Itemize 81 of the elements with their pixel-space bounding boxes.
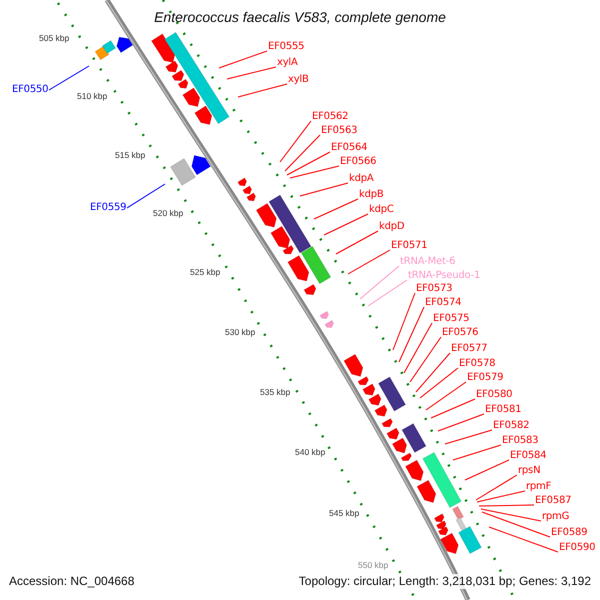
scale-label: 550 kbp bbox=[358, 560, 388, 570]
leader-line bbox=[360, 266, 400, 300]
leader-line bbox=[48, 66, 90, 90]
leader-line bbox=[476, 490, 526, 502]
gene-label: EF0550 bbox=[12, 84, 48, 96]
gene-label: EF0583 bbox=[502, 435, 538, 447]
leader-line bbox=[480, 508, 542, 522]
leader-line bbox=[416, 352, 450, 392]
leader-line bbox=[482, 512, 550, 538]
gene-label: xylA bbox=[277, 57, 298, 69]
leader-line bbox=[126, 184, 166, 208]
gene-label: EF0579 bbox=[467, 372, 504, 384]
leader-line bbox=[452, 444, 502, 460]
leader-line bbox=[438, 414, 484, 432]
scale-label: 545 kbp bbox=[329, 508, 360, 518]
leader-line bbox=[336, 230, 378, 254]
leader-line bbox=[430, 398, 476, 418]
leader-line bbox=[392, 292, 416, 350]
accession-label: Accession: NC_004668 bbox=[9, 574, 134, 589]
gene-label: EF0590 bbox=[559, 542, 596, 554]
gene-label: EF0584 bbox=[510, 450, 546, 462]
leader-line bbox=[238, 84, 288, 98]
scale-label: 540 kbp bbox=[295, 447, 326, 457]
leader-line bbox=[324, 214, 368, 236]
scale-label: 505 kbp bbox=[39, 33, 70, 43]
leader-line bbox=[218, 50, 268, 68]
gene-label: EF0575 bbox=[433, 313, 470, 325]
gene-label: EF0582 bbox=[493, 420, 530, 432]
gene-label: EF0571 bbox=[391, 240, 428, 252]
leader-line bbox=[410, 336, 442, 382]
scale-label: 520 kbp bbox=[153, 208, 184, 218]
gene-label: rpmF bbox=[526, 481, 552, 493]
gene-label: EF0589 bbox=[551, 527, 588, 539]
gene-label: EF0573 bbox=[416, 283, 452, 295]
scale-label: 530 kbp bbox=[225, 327, 256, 337]
leader-line bbox=[488, 526, 558, 552]
leader-line bbox=[314, 198, 358, 220]
leader-line bbox=[280, 120, 312, 162]
gene-label: kdpC bbox=[369, 204, 394, 216]
gene-label: EF0559 bbox=[90, 202, 126, 214]
gene-label: xylB bbox=[288, 74, 309, 86]
gene-label: EF0587 bbox=[535, 495, 572, 507]
gene-label: EF0562 bbox=[312, 111, 348, 123]
leader-line bbox=[444, 430, 492, 444]
scale-label: 515 kbp bbox=[115, 150, 146, 160]
gene-label: rpsN bbox=[518, 465, 540, 477]
gene-label: EF0564 bbox=[331, 142, 368, 154]
gene-label: EF0574 bbox=[425, 297, 462, 309]
gene-label: EF0580 bbox=[476, 389, 512, 401]
genome-info-label: Topology: circular; Length: 3,218,031 bp; Genes: 3,192 bbox=[298, 574, 591, 589]
leader-line bbox=[286, 152, 330, 176]
leader-line bbox=[404, 322, 432, 374]
map-title: Enterococcus faecalis V583, complete genome bbox=[153, 9, 447, 25]
gene-label: EF0576 bbox=[442, 327, 478, 339]
leader-line bbox=[420, 368, 458, 398]
gene-label: EF0578 bbox=[459, 358, 496, 370]
scale-label: 510 kbp bbox=[77, 91, 108, 101]
leader-line bbox=[426, 382, 466, 410]
leader-line bbox=[348, 250, 390, 274]
leader-line bbox=[284, 134, 320, 172]
leader-line bbox=[368, 280, 408, 306]
leader-line bbox=[476, 474, 518, 500]
gene-label: EF0577 bbox=[451, 343, 488, 355]
leader-line bbox=[464, 460, 510, 480]
leader-line bbox=[478, 504, 534, 506]
gene-label: kdpB bbox=[359, 189, 384, 201]
gene-label: EF0563 bbox=[321, 125, 358, 137]
gene-label: EF0581 bbox=[485, 404, 522, 416]
gene-label: kdpA bbox=[349, 173, 374, 185]
gene-label: EF0555 bbox=[268, 41, 304, 53]
gene-label: rpmG bbox=[542, 511, 570, 523]
leader-line bbox=[226, 66, 276, 80]
leader-line bbox=[398, 306, 424, 362]
scale-label: 525 kbp bbox=[190, 267, 220, 277]
gene-label: EF0566 bbox=[340, 156, 376, 168]
leader-line bbox=[290, 166, 340, 178]
gene-label: kdpD bbox=[379, 221, 404, 233]
leader-line bbox=[300, 182, 348, 196]
gene-label: tRNA-Pseudo-1 bbox=[408, 270, 480, 282]
scale-label: 535 kbp bbox=[260, 387, 290, 397]
gene-label: tRNA-Met-6 bbox=[400, 256, 456, 268]
